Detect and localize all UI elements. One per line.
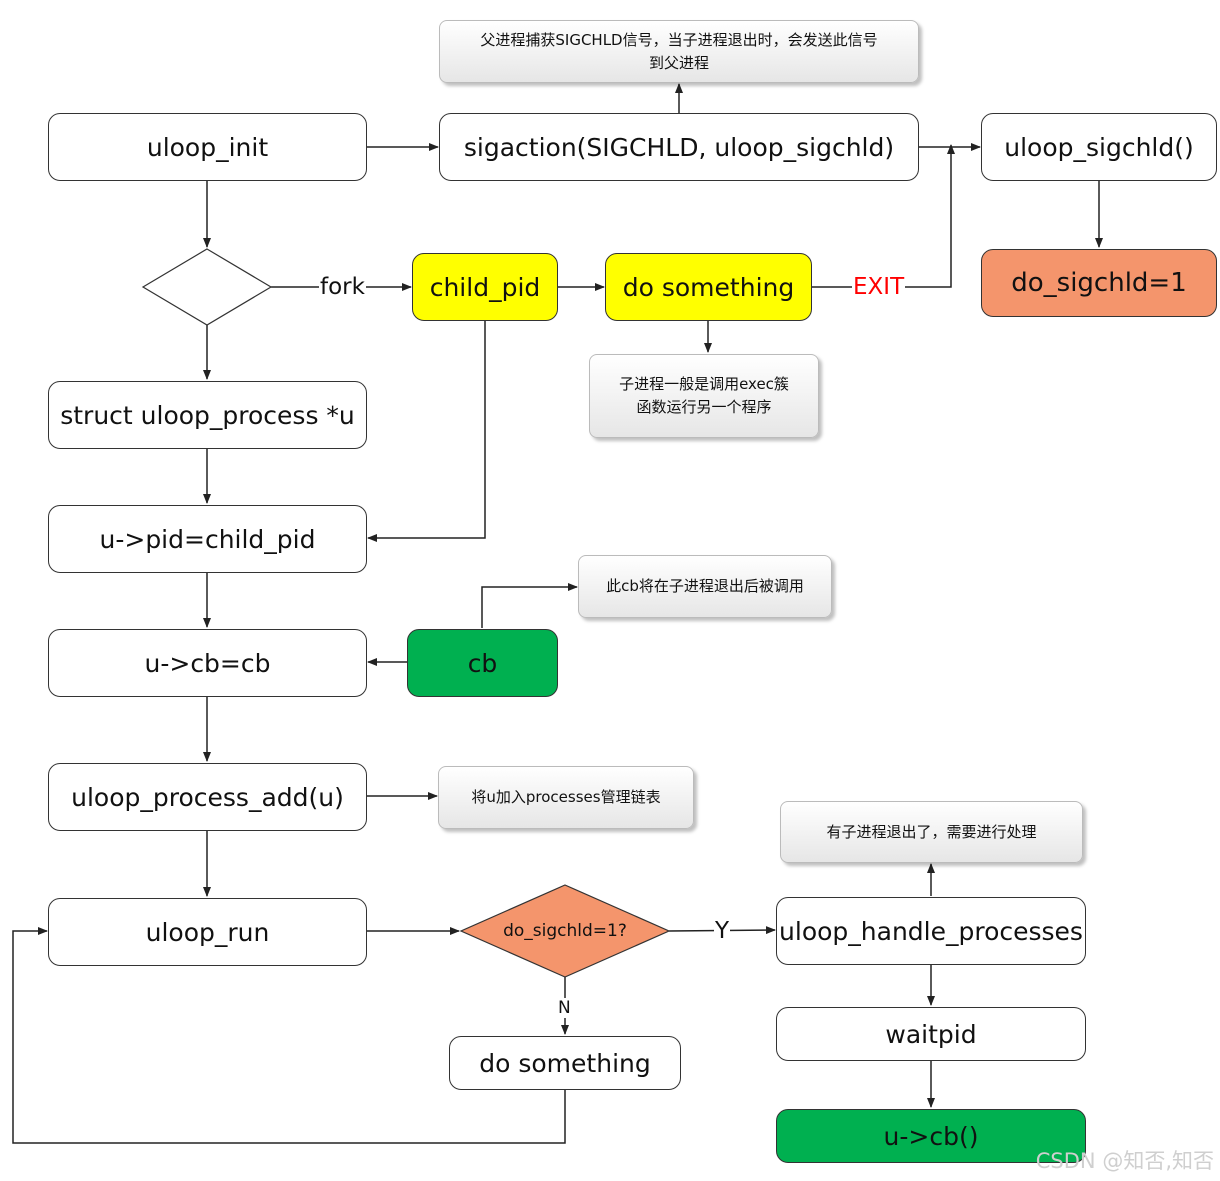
node-struct-uloop-process: struct uloop_process *u <box>48 381 367 449</box>
note-exec: 子进程一般是调用exec簇 函数运行另一个程序 <box>589 354 819 438</box>
node-do-sigchld-set: do_sigchld=1 <box>981 249 1217 317</box>
note-exec-line1: 子进程一般是调用exec簇 <box>619 375 789 393</box>
node-waitpid: waitpid <box>776 1007 1086 1061</box>
node-handle-processes: uloop_handle_processes <box>776 897 1086 965</box>
node-check-sigchld-label: do_sigchld=1? <box>503 921 627 941</box>
node-cb: cb <box>407 629 558 697</box>
node-uloop-init: uloop_init <box>48 113 367 181</box>
node-do-something-child: do something <box>605 253 812 321</box>
node-sigaction: sigaction(SIGCHLD, uloop_sigchld) <box>439 113 919 181</box>
note-sigchld-line1: 父进程捕获SIGCHLD信号，当子进程退出时，会发送此信号 <box>480 30 878 49</box>
note-handle-processes: 有子进程退出了，需要进行处理 <box>780 801 1083 863</box>
node-cb-assign: u->cb=cb <box>48 629 367 697</box>
node-cb-call: u->cb() <box>776 1109 1086 1163</box>
watermark: CSDN @知否,知否 <box>1035 1149 1214 1173</box>
edge-label-yes: Y <box>714 918 731 944</box>
note-sigchld: 父进程捕获SIGCHLD信号，当子进程退出时，会发送此信号 到父进程 <box>439 20 919 83</box>
node-pid-assign: u->pid=child_pid <box>48 505 367 573</box>
edge-label-fork: fork <box>319 274 366 300</box>
edge-label-exit: EXIT <box>852 274 906 300</box>
node-do-something-loop: do something <box>449 1036 681 1090</box>
node-process-add: uloop_process_add(u) <box>48 763 367 831</box>
node-child-pid: child_pid <box>412 253 558 321</box>
node-uloop-sigchld: uloop_sigchld() <box>981 113 1217 181</box>
note-cb: 此cb将在子进程退出后被调用 <box>578 555 832 618</box>
sigchld-decision-diamond <box>459 884 671 978</box>
fork-decision-diamond <box>141 248 273 326</box>
node-uloop-run: uloop_run <box>48 898 367 966</box>
note-exec-line2: 函数运行另一个程序 <box>636 398 772 416</box>
note-sigchld-line2: 到父进程 <box>648 53 709 72</box>
note-process-add: 将u加入processes管理链表 <box>438 766 694 829</box>
edge-label-no: N <box>557 998 572 1018</box>
